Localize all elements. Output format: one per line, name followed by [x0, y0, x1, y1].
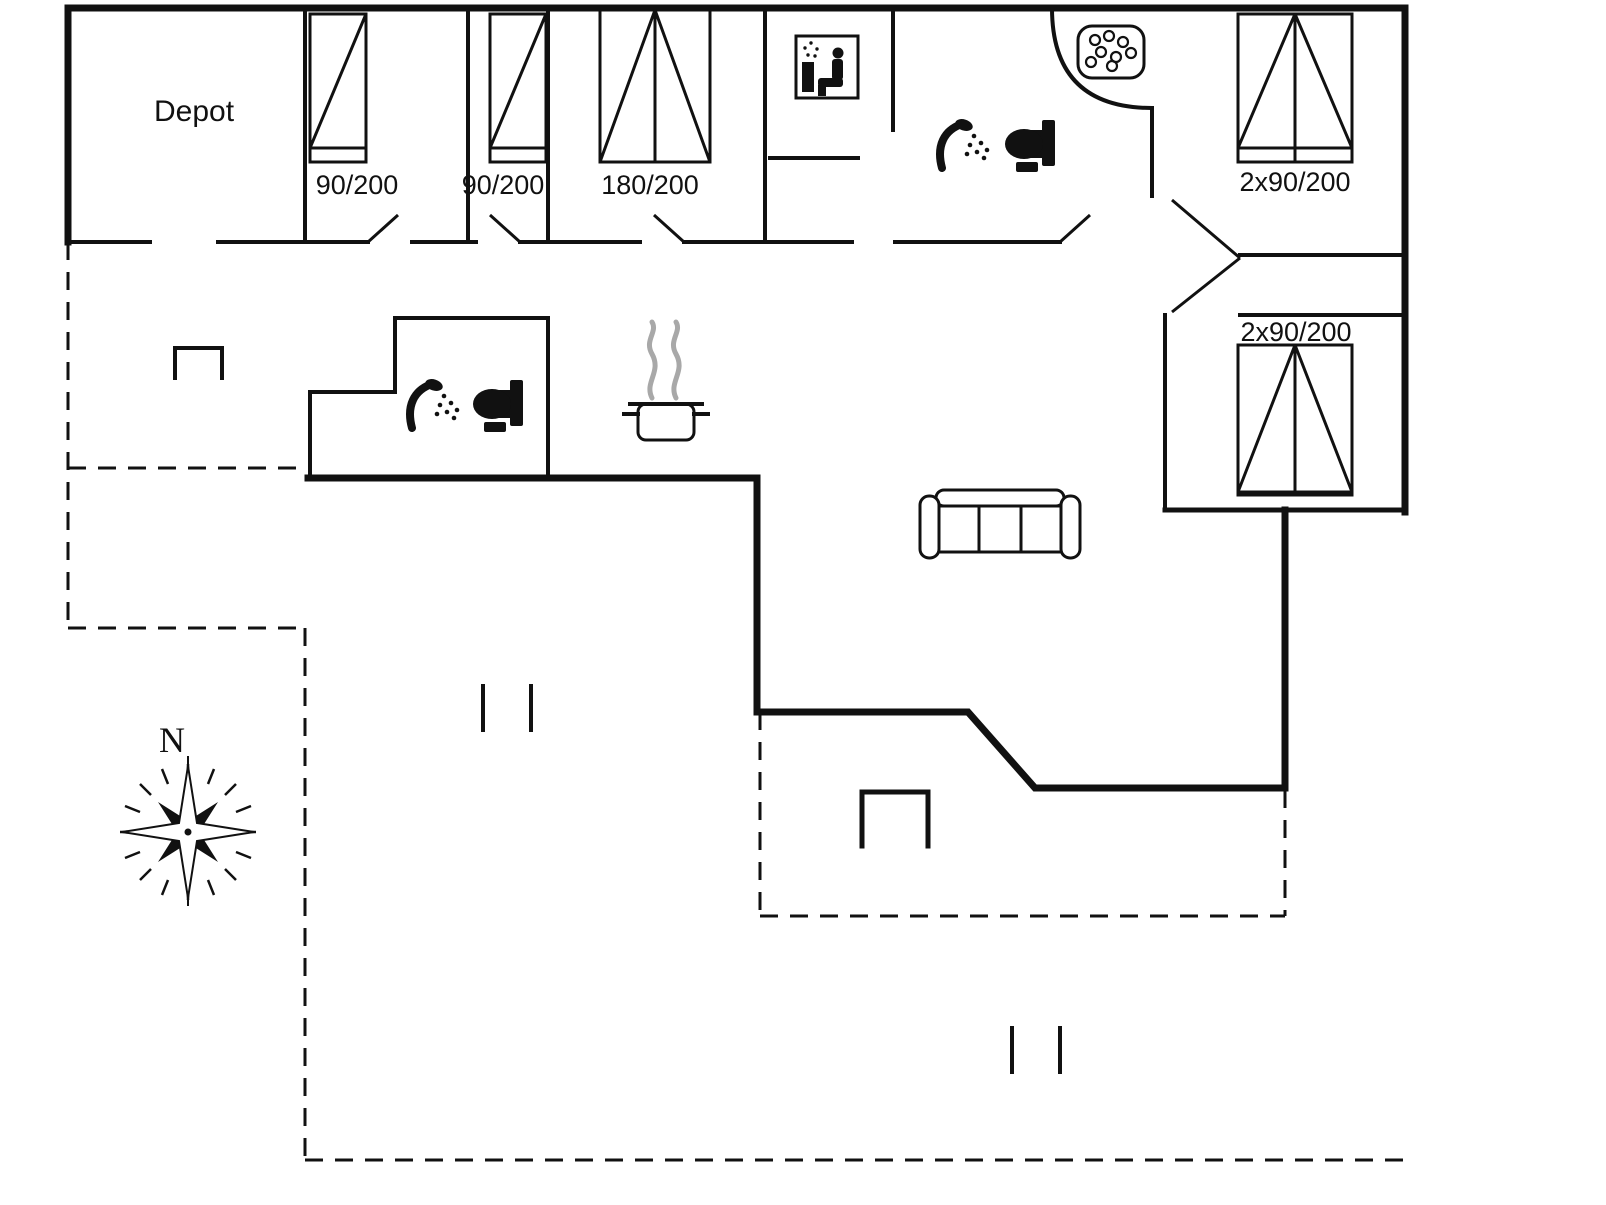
terrace-outline: [66, 242, 1405, 1162]
single-bed-icon: [308, 12, 368, 164]
bathroom-curved-wall: [1049, 5, 1155, 111]
door-swing-lines: [366, 198, 1241, 314]
toilet-icon: [1005, 120, 1055, 172]
toilet-icon: [473, 380, 523, 432]
compass-rose-icon: [120, 756, 256, 906]
bed-size-label: 180/200: [601, 170, 699, 200]
bed-size-label: 2x90/200: [1239, 167, 1350, 197]
step-mark-lines: [481, 684, 1062, 1074]
twin-beds-icon: [1236, 12, 1354, 164]
exterior-wall-outline: [64, 4, 1409, 516]
bed-size-label: 90/200: [316, 170, 399, 200]
interior-walls: [66, 5, 1407, 512]
bed-size-label: 2x90/200: [1240, 317, 1351, 347]
sofa-icon: [918, 488, 1082, 560]
single-bed-icon: [488, 12, 548, 164]
terrace-dashed-boundary: [66, 242, 1405, 1162]
chimney-symbol: [859, 789, 931, 849]
chimney-symbols: [173, 346, 931, 849]
compass-north-label: N: [159, 720, 185, 760]
sauna-icon: [794, 34, 860, 100]
chimney-symbol: [173, 346, 224, 380]
double-bed-icon: [598, 8, 712, 164]
room-label-depot: Depot: [154, 95, 235, 128]
whirlpool-tub-icon: [1076, 24, 1146, 80]
door-swings: [366, 198, 1241, 314]
bed-size-label: 90/200: [462, 170, 545, 200]
cooking-pot-icon: [622, 319, 710, 442]
interior-wall-lines: [66, 6, 1407, 512]
twin-beds-icon: [1236, 343, 1354, 497]
living-area-walls: [304, 474, 1408, 792]
shower-icon: [410, 377, 459, 428]
shower-icon: [940, 117, 989, 168]
living-room-wall: [304, 474, 1289, 792]
exterior-walls: [64, 4, 1409, 516]
terrace-step-marks: [481, 684, 1062, 1074]
